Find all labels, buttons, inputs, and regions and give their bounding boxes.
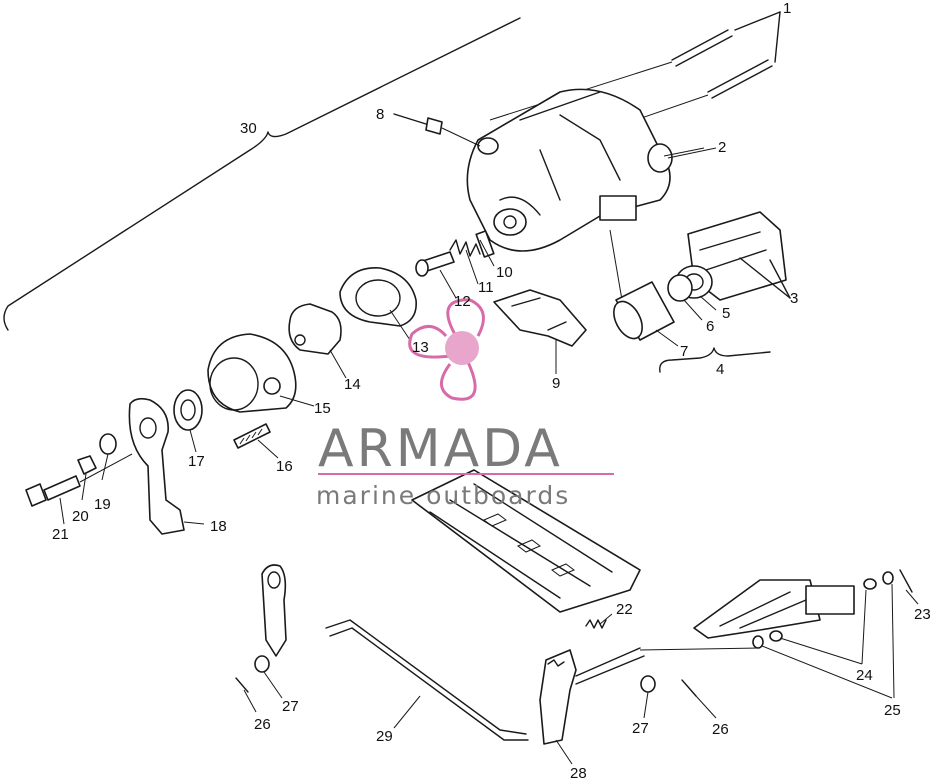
callout-16: 16	[276, 458, 293, 475]
hub-part-15	[207, 333, 297, 413]
pedal-lever	[693, 579, 855, 639]
washer-part-24	[769, 578, 877, 642]
pin-part-11	[475, 230, 495, 258]
callout-7: 7	[680, 343, 688, 360]
washer-part-25	[752, 571, 894, 649]
callout-27-left: 27	[282, 698, 299, 715]
callout-8: 8	[376, 106, 384, 123]
logo-wordmark: ARMADA	[318, 419, 563, 479]
callout-22: 22	[616, 601, 633, 618]
pin-part-12	[415, 251, 455, 277]
callout-26-left: 26	[254, 716, 271, 733]
pin-part-23	[899, 569, 913, 593]
callout-9: 9	[552, 375, 560, 392]
armada-logo: ARMADA marine outboards	[316, 298, 614, 510]
callout-6: 6	[706, 318, 714, 335]
washer-part-19	[99, 433, 117, 455]
screw-part-8	[393, 113, 481, 147]
callout-4: 4	[716, 361, 724, 378]
cam-part-14	[288, 303, 342, 355]
link-arm	[261, 564, 287, 657]
bolt-part-21	[25, 453, 133, 507]
callout-13: 13	[412, 339, 429, 356]
callout-28: 28	[570, 765, 587, 782]
arm-part-18	[128, 397, 185, 535]
washer-part-27	[254, 655, 656, 693]
washer-part-17	[173, 389, 203, 431]
callout-3: 3	[790, 290, 798, 307]
callout-27-right: 27	[632, 720, 649, 737]
bracket-4	[659, 347, 771, 373]
callout-12: 12	[454, 293, 471, 310]
pedal-part-28	[539, 647, 761, 745]
sleeve-part-7	[613, 281, 675, 341]
spring-part-22	[585, 619, 607, 629]
lever-part-9	[493, 289, 587, 347]
callout-14: 14	[344, 376, 361, 393]
callout-17: 17	[188, 453, 205, 470]
housing-part-2	[466, 88, 717, 301]
callout-11: 11	[478, 279, 494, 296]
callout-25: 25	[884, 702, 901, 719]
cotter-pin-part-26	[235, 677, 697, 697]
callout-1: 1	[783, 0, 791, 17]
spring-part-10	[449, 239, 481, 257]
gasket-part-13	[339, 267, 417, 327]
callout-10: 10	[496, 264, 513, 281]
logo-tagline: marine outboards	[316, 481, 570, 510]
callout-24: 24	[856, 667, 873, 684]
callout-29: 29	[376, 728, 393, 745]
leader-lines	[59, 147, 919, 765]
callout-18: 18	[210, 518, 227, 535]
seal-part-6	[667, 274, 693, 302]
callout-23: 23	[914, 606, 931, 623]
callout-5: 5	[722, 305, 730, 322]
callout-2: 2	[718, 139, 726, 156]
callout-26-right: 26	[712, 721, 729, 738]
callout-20: 20	[72, 508, 89, 525]
nut-part-20	[77, 455, 97, 475]
callout-30: 30	[240, 120, 257, 137]
rod-part-29	[325, 619, 529, 741]
callout-15: 15	[314, 400, 331, 417]
callout-labels: 1 2 3 4 5 6 7 8 9 10 11 12 13 14 15 16 1…	[52, 0, 931, 782]
bracket-30	[3, 17, 521, 331]
screw-part-16	[233, 423, 271, 449]
callout-19: 19	[94, 496, 111, 513]
callout-21: 21	[52, 526, 69, 543]
propeller-icon	[408, 298, 485, 401]
